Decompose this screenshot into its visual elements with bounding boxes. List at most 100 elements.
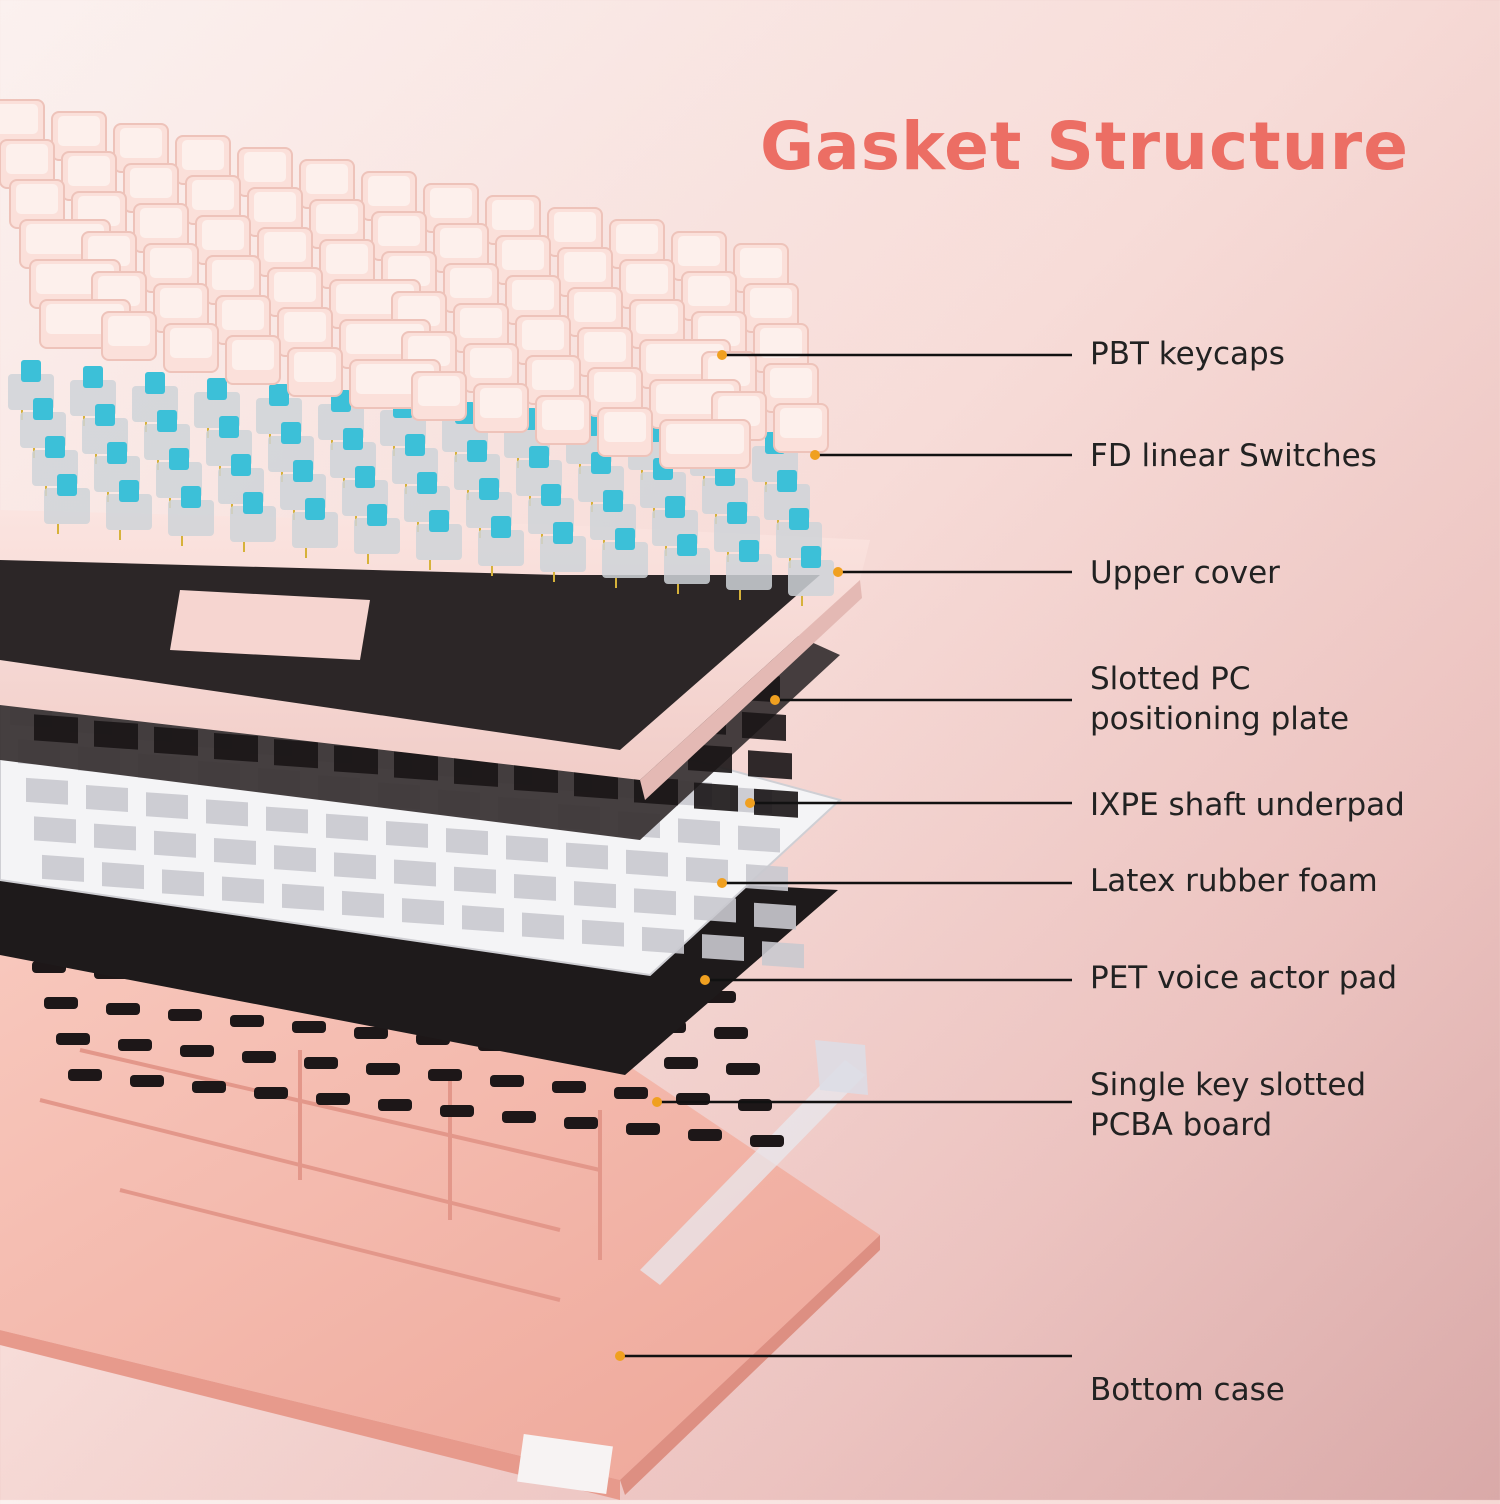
label-line: PCBA board bbox=[1090, 1107, 1273, 1143]
keycap-top bbox=[58, 116, 100, 146]
underpad-cell bbox=[222, 876, 264, 904]
underpad-cell bbox=[454, 866, 496, 894]
keycap-top bbox=[532, 360, 574, 390]
switch-stem bbox=[541, 484, 561, 506]
pcba-socket bbox=[168, 1009, 202, 1021]
label-line: PBT keycaps bbox=[1090, 336, 1285, 372]
plate-cutout bbox=[514, 763, 558, 794]
switch-stem bbox=[801, 546, 821, 568]
plate-cutout bbox=[694, 782, 738, 812]
label-slotted-pc-plate: Slotted PC positioning plate bbox=[1090, 659, 1349, 739]
switch-housing bbox=[44, 488, 90, 524]
plate-cutout bbox=[94, 720, 138, 750]
keycap-top bbox=[440, 228, 482, 258]
switch-stem bbox=[727, 502, 747, 524]
page-title: Gasket Structure bbox=[760, 108, 1409, 185]
keycap-top bbox=[130, 168, 172, 198]
switch-stem bbox=[529, 446, 549, 468]
pcba-socket bbox=[254, 1087, 288, 1099]
pcba-socket bbox=[564, 1117, 598, 1129]
keycap-top bbox=[378, 216, 420, 246]
switch-stem bbox=[33, 398, 53, 420]
keycap-top bbox=[306, 164, 348, 194]
underpad-cell bbox=[334, 852, 376, 880]
switch-stem bbox=[281, 422, 301, 444]
keycap-top bbox=[0, 104, 38, 134]
keycap-top bbox=[368, 176, 410, 206]
underpad-cell bbox=[86, 785, 128, 812]
plate-cutout bbox=[394, 751, 438, 781]
keycap-top bbox=[212, 260, 254, 290]
keycap-top bbox=[294, 352, 336, 382]
switch-stem bbox=[417, 472, 437, 494]
switch-stem bbox=[553, 522, 573, 544]
pcba-socket bbox=[626, 1123, 660, 1135]
keycap-top bbox=[202, 220, 244, 250]
keycap-top bbox=[750, 288, 792, 318]
keycap-top bbox=[480, 388, 522, 418]
keycap-top bbox=[678, 236, 720, 266]
pcba-socket bbox=[378, 1099, 412, 1111]
keycap-top bbox=[522, 320, 564, 350]
switch-housing bbox=[168, 500, 214, 536]
keycap-top bbox=[740, 248, 782, 278]
underpad-cell bbox=[642, 926, 684, 954]
underpad-cell bbox=[754, 902, 796, 930]
switch-housing bbox=[230, 506, 276, 542]
label-bottom-case: Bottom case bbox=[1090, 1370, 1285, 1410]
plate-cutout bbox=[334, 745, 378, 775]
leader-lines bbox=[615, 350, 1072, 1361]
switch-stem bbox=[715, 464, 735, 486]
switch-stem bbox=[83, 366, 103, 388]
keycap-top bbox=[460, 308, 502, 338]
underpad-cell bbox=[626, 849, 668, 877]
leader-dot bbox=[810, 450, 820, 460]
underpad-cell bbox=[282, 883, 324, 911]
pbt-keycaps bbox=[0, 99, 829, 469]
leader-dot bbox=[833, 567, 843, 577]
pcba-socket bbox=[614, 1087, 648, 1099]
pcba-socket bbox=[304, 1057, 338, 1069]
keycap-top bbox=[222, 300, 264, 330]
underpad-cell bbox=[26, 777, 68, 805]
pcba-socket bbox=[750, 1135, 784, 1147]
switch-housing bbox=[106, 494, 152, 530]
underpad-cell bbox=[274, 845, 316, 873]
leader-dot bbox=[652, 1097, 662, 1107]
pcba-socket bbox=[428, 1069, 462, 1081]
keycap-top bbox=[182, 140, 224, 170]
keycap-top bbox=[760, 328, 802, 358]
upper-cover bbox=[0, 510, 870, 800]
keycap-top bbox=[616, 224, 658, 254]
keycap-top bbox=[68, 156, 110, 186]
switch-stem bbox=[243, 492, 263, 514]
keycap-top bbox=[666, 424, 744, 454]
switch-stem bbox=[739, 540, 759, 562]
keycap-top bbox=[584, 332, 626, 362]
plate-cutout bbox=[154, 726, 198, 756]
leader-dot bbox=[717, 878, 727, 888]
pcba-socket bbox=[56, 1033, 90, 1045]
switch-stem bbox=[603, 490, 623, 512]
underpad-cell bbox=[146, 792, 188, 820]
label-pbt-keycaps: PBT keycaps bbox=[1090, 334, 1285, 374]
underpad-cell bbox=[214, 837, 256, 865]
underpad-cell bbox=[154, 830, 196, 858]
underpad-cell bbox=[206, 799, 248, 827]
keycap-top bbox=[170, 328, 212, 358]
bottom-case bbox=[0, 930, 880, 1500]
keycap-top bbox=[554, 212, 596, 242]
label-line: positioning plate bbox=[1090, 701, 1350, 737]
keycap-top bbox=[408, 336, 450, 366]
keycap-top bbox=[244, 152, 286, 182]
underpad-cell bbox=[678, 818, 720, 846]
underpad-cell bbox=[634, 888, 676, 916]
switch-stem bbox=[491, 516, 511, 538]
underpad-cell bbox=[686, 856, 728, 884]
switch-housing bbox=[788, 560, 834, 596]
plate-cutout bbox=[688, 744, 732, 774]
keycap-top bbox=[388, 256, 430, 286]
underpad-cell bbox=[386, 820, 428, 848]
